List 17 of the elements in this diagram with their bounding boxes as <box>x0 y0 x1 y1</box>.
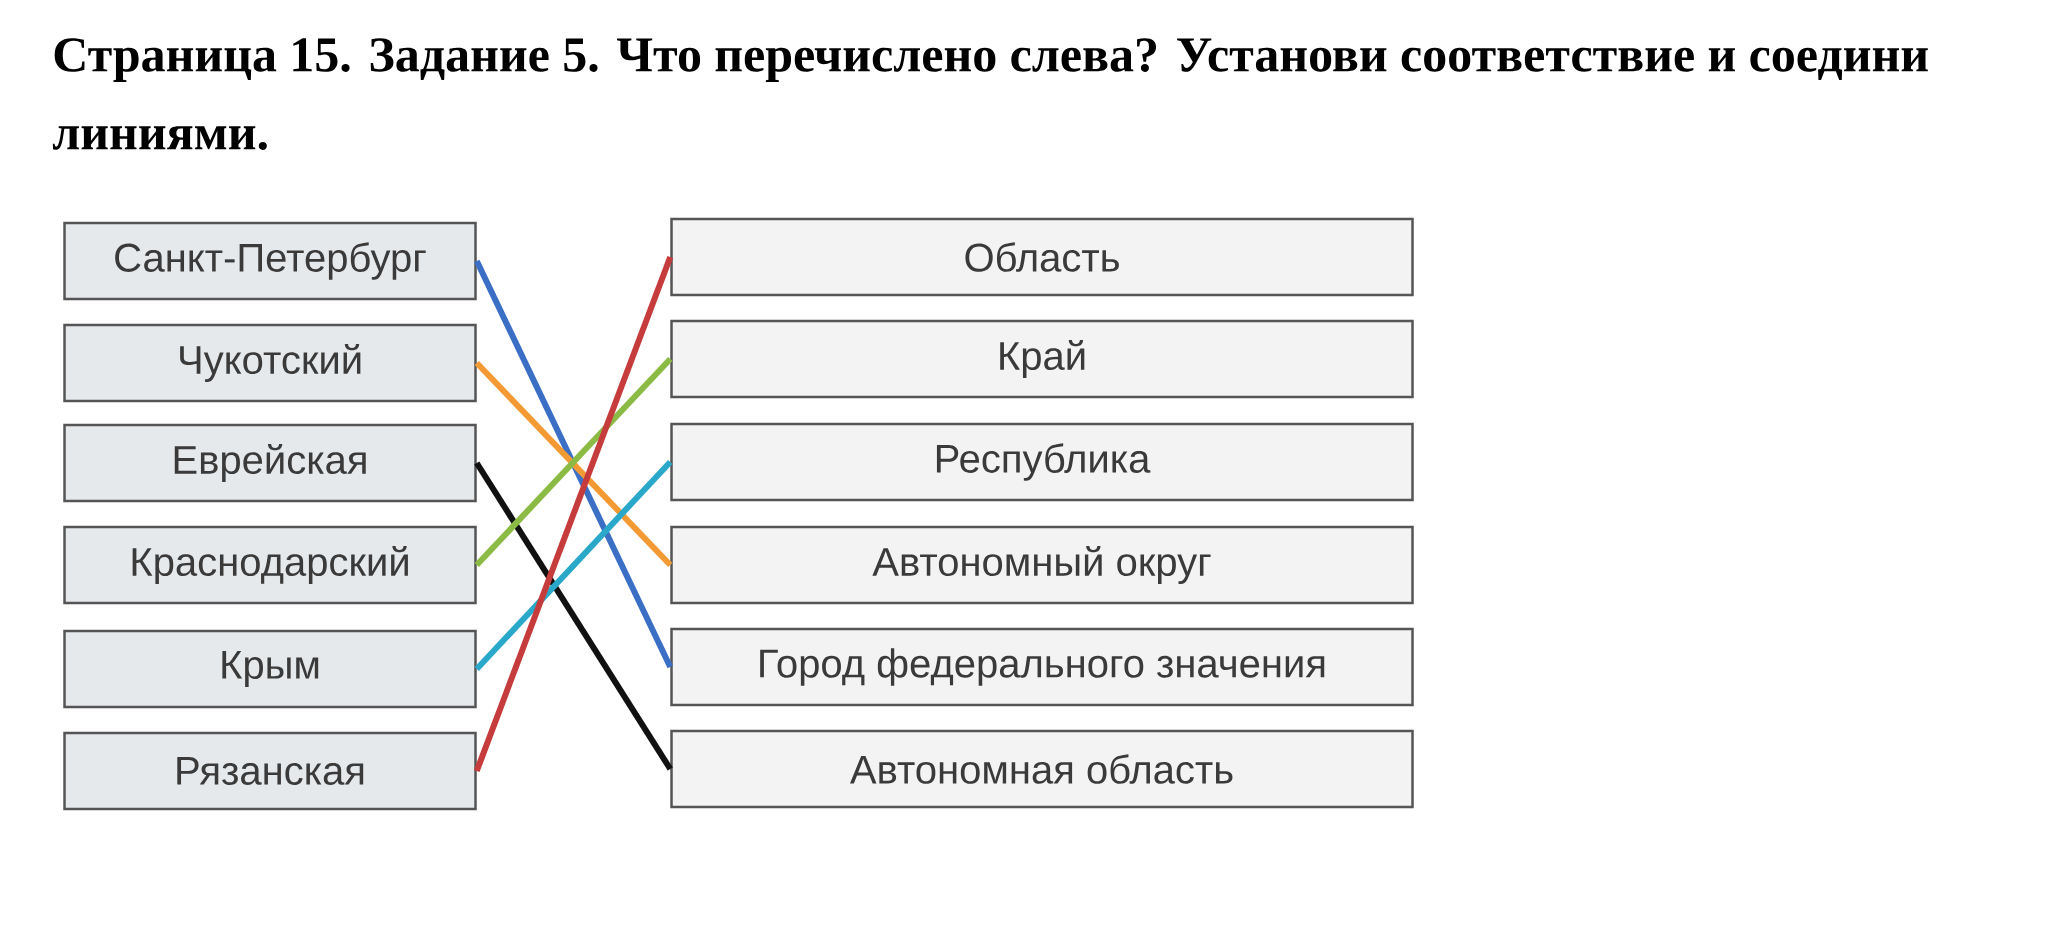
label-box: Крым <box>63 629 477 709</box>
label-box: Краснодарский <box>63 525 477 605</box>
label-box: Республика <box>670 422 1414 502</box>
connecting-line <box>473 255 674 773</box>
label-box: Автономный округ <box>670 525 1414 605</box>
label-box: Санкт-Петербург <box>63 221 477 301</box>
label-box: Край <box>670 319 1414 399</box>
connecting-line <box>474 459 673 672</box>
connecting-line <box>474 461 673 771</box>
label-box: Чукотский <box>63 323 477 403</box>
connecting-line <box>474 259 673 669</box>
title: Страница 15. Задание 5. Что перечислено слева? Установи соответствие и соедини линиями. <box>52 38 1928 150</box>
label-box: Рязанская <box>63 731 477 811</box>
label-box: Еврейская <box>63 423 477 503</box>
label-box: Город федерального значения <box>670 627 1414 707</box>
label-box: Автономная область <box>670 729 1414 809</box>
label-box: Область <box>670 217 1414 297</box>
